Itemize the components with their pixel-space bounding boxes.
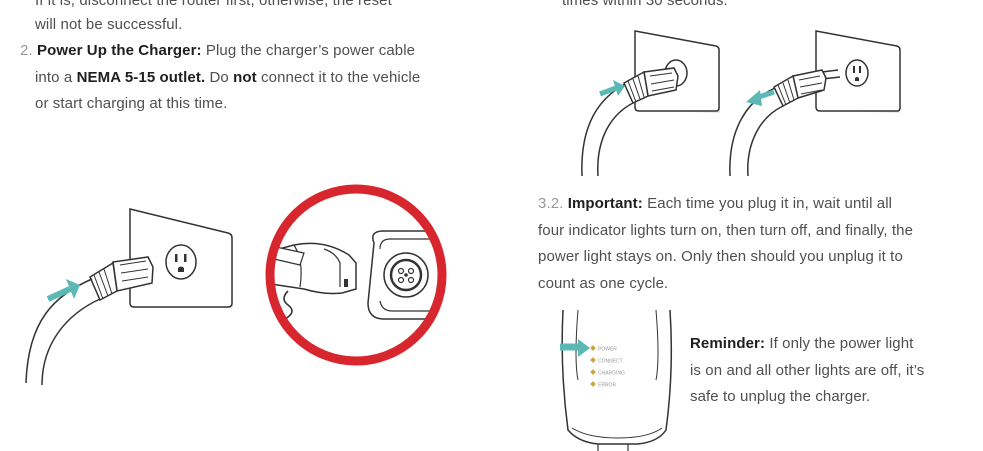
charger-indicator-illustration: POWER CONNECT CHARGING ERROR (558, 310, 678, 451)
reminder-text: If only the power light (765, 335, 914, 352)
do-not-connect-closeup (264, 183, 448, 367)
step-text: or start charging at this time. (35, 95, 228, 112)
indicator-label-power: POWER (598, 347, 617, 353)
step-number: 2. (20, 42, 33, 59)
step-text: connect it to the vehicle (256, 68, 421, 86)
step-text: Each time you plug it in, wait until all (642, 195, 893, 212)
step-text: Plug the charger’s power cable (201, 42, 416, 59)
step-text: four indicator lights turn on, then turn… (538, 221, 914, 239)
cut-off-line-2: will not be successful. (35, 16, 183, 33)
emphasis-not: not (233, 68, 257, 86)
plug-into-outlet-illustration (20, 205, 245, 390)
step-2-paragraph: 2. Power Up the Charger: Plug the charge… (20, 38, 480, 118)
step-text: into a (35, 68, 77, 86)
reminder-text: is on and all other lights are off, it’s (690, 361, 925, 379)
step-heading: Power Up the Charger: (37, 42, 202, 59)
step-text: Do (205, 68, 234, 86)
cut-off-line: If it is, disconnect the router first, o… (35, 0, 392, 9)
step-text: count as one cycle. (538, 274, 669, 292)
indicator-label-error: ERROR (598, 383, 616, 389)
cut-off-line: times within 30 seconds. (562, 0, 728, 9)
outlet-type: NEMA 5-15 outlet. (76, 68, 206, 86)
reminder-text: safe to unplug the charger. (690, 388, 871, 405)
step-text: power light stays on. Only then should y… (538, 248, 903, 265)
plug-and-unplug-illustration (578, 28, 908, 178)
step-number: 3.2. (538, 195, 564, 212)
indicator-label-connect: CONNECT (598, 359, 623, 365)
step-heading: Important: (567, 195, 643, 212)
indicator-label-charging: CHARGING (598, 371, 625, 377)
reminder-paragraph: Reminder: If only the power light is on … (690, 331, 980, 411)
step-3-2-paragraph: 3.2. Important: Each time you plug it in… (538, 191, 978, 297)
reminder-heading: Reminder: (690, 335, 766, 352)
